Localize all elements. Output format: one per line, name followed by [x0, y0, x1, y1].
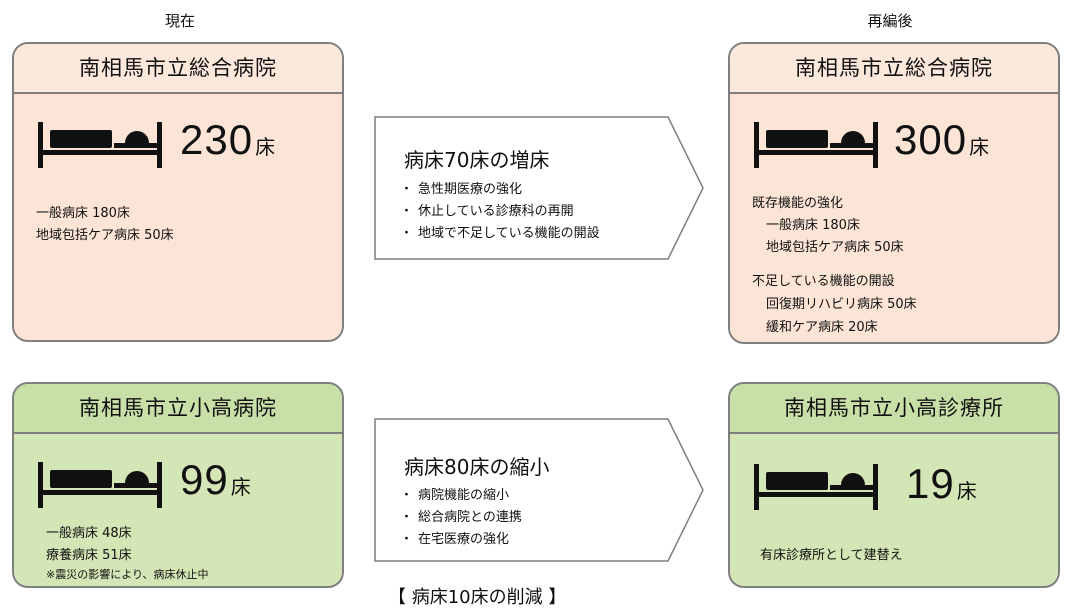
bullet-mark: ・ [400, 182, 414, 197]
increase-arrow-title: 病床70床の増床 [404, 148, 550, 172]
increase-arrow-item: ・急性期医療の強化 [400, 178, 522, 197]
bed-detail-line: 有床診療所として建替え [760, 548, 903, 563]
card-odaka-clinic-after: 南相馬市立小高診療所 19 床 有床診療所として建替え [728, 382, 1060, 588]
bullet-text: 地域で不足している機能の開設 [418, 226, 600, 241]
bullet-mark: ・ [400, 510, 414, 525]
footnote: ※震災の影響により、病床休止中 [46, 568, 209, 581]
bed-detail-line: 療養病床 51床 [46, 548, 132, 563]
net-reduction-label: 【 病床10床の削減 】 [388, 587, 567, 608]
bed-detail-line: 地域包括ケア病床 50床 [36, 228, 174, 243]
bullet-mark: ・ [400, 488, 414, 503]
after-heading: 再編後 [867, 12, 913, 30]
section-heading: 既存機能の強化 [752, 196, 844, 211]
reduction-arrow-item: ・在宅医療の強化 [400, 528, 509, 547]
bed-unit: 床 [956, 479, 977, 503]
bed-detail-line: 一般病床 180床 [766, 218, 860, 233]
card-title: 南相馬市立総合病院 [14, 44, 342, 94]
bullet-text: 病院機能の縮小 [418, 488, 510, 503]
bed-detail-line: 回復期リハビリ病床 50床 [766, 297, 917, 312]
bed-count: 99 床 [180, 456, 251, 504]
bed-detail-line: 一般病床 48床 [46, 526, 132, 541]
bed-number: 300 [894, 116, 968, 163]
bed-icon [754, 122, 878, 168]
bullet-text: 在宅医療の強化 [418, 532, 510, 547]
card-general-hospital-current: 南相馬市立総合病院 230 床 一般病床 180床 地域包括ケア病床 50床 [12, 42, 344, 342]
bullet-mark: ・ [400, 204, 414, 219]
card-general-hospital-after: 南相馬市立総合病院 300 床 既存機能の強化 一般病床 180床 地域包括ケア… [728, 42, 1060, 344]
card-body: 19 床 有床診療所として建替え [730, 434, 1058, 586]
bed-detail-line: 地域包括ケア病床 50床 [766, 240, 904, 255]
reduction-arrow-item: ・総合病院との連携 [400, 506, 522, 525]
bed-unit: 床 [969, 135, 990, 159]
card-title: 南相馬市立総合病院 [730, 44, 1058, 94]
increase-arrow-item: ・休止している診療科の再開 [400, 200, 574, 219]
bed-unit: 床 [230, 475, 251, 499]
bed-icon [38, 462, 162, 508]
increase-arrow-shape [374, 116, 704, 260]
bullet-text: 急性期医療の強化 [418, 182, 523, 197]
current-heading: 現在 [164, 12, 195, 30]
bed-icon [38, 122, 162, 168]
bullet-mark: ・ [400, 226, 414, 241]
bed-number: 19 [906, 460, 955, 507]
bed-icon [754, 464, 878, 510]
bullet-mark: ・ [400, 532, 414, 547]
bed-unit: 床 [255, 135, 276, 159]
card-odaka-hospital-current: 南相馬市立小高病院 99 床 一般病床 48床 療養病床 51床 ※震災の影響に… [12, 382, 344, 588]
card-title: 南相馬市立小高病院 [14, 384, 342, 434]
bullet-text: 休止している診療科の再開 [418, 204, 574, 219]
bed-count: 300 床 [894, 116, 989, 164]
section-heading: 不足している機能の開設 [752, 274, 895, 289]
bed-count: 230 床 [180, 116, 275, 164]
card-body: 230 床 一般病床 180床 地域包括ケア病床 50床 [14, 94, 342, 340]
reduction-arrow-item: ・病院機能の縮小 [400, 484, 509, 503]
card-body: 99 床 一般病床 48床 療養病床 51床 ※震災の影響により、病床休止中 [14, 434, 342, 586]
bed-number: 230 [180, 116, 254, 163]
reduction-arrow-title: 病床80床の縮小 [404, 455, 550, 479]
increase-arrow-item: ・地域で不足している機能の開設 [400, 222, 600, 241]
reduction-arrow-shape [374, 418, 704, 562]
bullet-text: 総合病院との連携 [418, 510, 522, 525]
card-body: 300 床 既存機能の強化 一般病床 180床 地域包括ケア病床 50床 不足し… [730, 94, 1058, 342]
bed-count: 19 床 [906, 460, 977, 508]
bed-detail-line: 緩和ケア病床 20床 [766, 320, 878, 335]
card-title: 南相馬市立小高診療所 [730, 384, 1058, 434]
bed-detail-line: 一般病床 180床 [36, 206, 130, 221]
bed-number: 99 [180, 456, 229, 503]
